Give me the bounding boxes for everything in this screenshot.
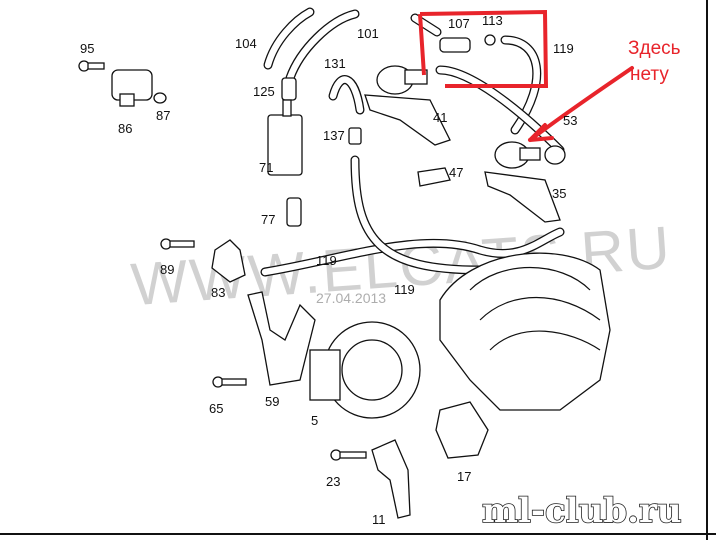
label-77: 77 [261,212,275,227]
label-23: 23 [326,474,340,489]
label-41: 41 [433,110,447,125]
label-65: 65 [209,401,223,416]
label-137: 137 [323,128,345,143]
site-logo: ml-club.ru [482,491,682,531]
label-5: 5 [311,413,318,428]
label-47: 47 [449,165,463,180]
label-107: 107 [448,16,470,31]
part-89-bolt [160,238,195,250]
label-83: 83 [211,285,225,300]
label-119-mid: 119 [316,253,337,268]
label-119-low: 119 [394,282,415,297]
part-23-bolt [330,449,367,461]
label-101: 101 [357,26,379,41]
label-11: 11 [372,512,386,527]
part-35-valve [484,141,561,223]
label-119-top: 119 [553,41,574,56]
part-71-solenoid [267,99,303,176]
label-35: 35 [552,186,566,201]
annotation-line2: нету [630,64,669,85]
part-17-grommet [435,401,489,459]
label-95: 95 [80,41,94,56]
part-95-bolt [78,60,105,72]
part-87-oring [153,92,167,104]
part-83-bracket [211,239,246,283]
label-131: 131 [324,56,346,71]
label-86: 86 [118,121,132,136]
date-stamp: 27.04.2013 [316,290,386,306]
arrow-icon [528,66,634,142]
part-65-bolt [212,376,247,388]
part-107-tee [439,37,471,53]
part-125-cap [281,77,297,101]
label-125: 125 [253,84,275,99]
annotation-line1: Здесь [628,38,681,59]
label-17: 17 [457,469,471,484]
highlight-box [418,9,549,88]
part-59-bracket [247,291,316,386]
part-11-bracket [371,439,411,519]
part-113-valve [484,34,496,46]
part-41-valve [364,65,451,146]
part-86-sensor [111,69,153,107]
label-104: 104 [235,36,257,51]
label-59: 59 [265,394,279,409]
part-77-cap [286,197,302,227]
part-5-airpump [309,321,421,419]
part-47-gasket [417,167,451,187]
label-87: 87 [156,108,170,123]
part-labels: 95 86 87 104 101 107 113 119 125 131 41 … [80,13,577,527]
label-89: 89 [160,262,174,277]
label-71: 71 [259,160,273,175]
part-53-pipe [544,145,566,165]
engine-intake-manifold [439,252,611,411]
label-113: 113 [482,13,503,28]
part-137-filter [348,127,362,145]
label-53: 53 [563,113,577,128]
